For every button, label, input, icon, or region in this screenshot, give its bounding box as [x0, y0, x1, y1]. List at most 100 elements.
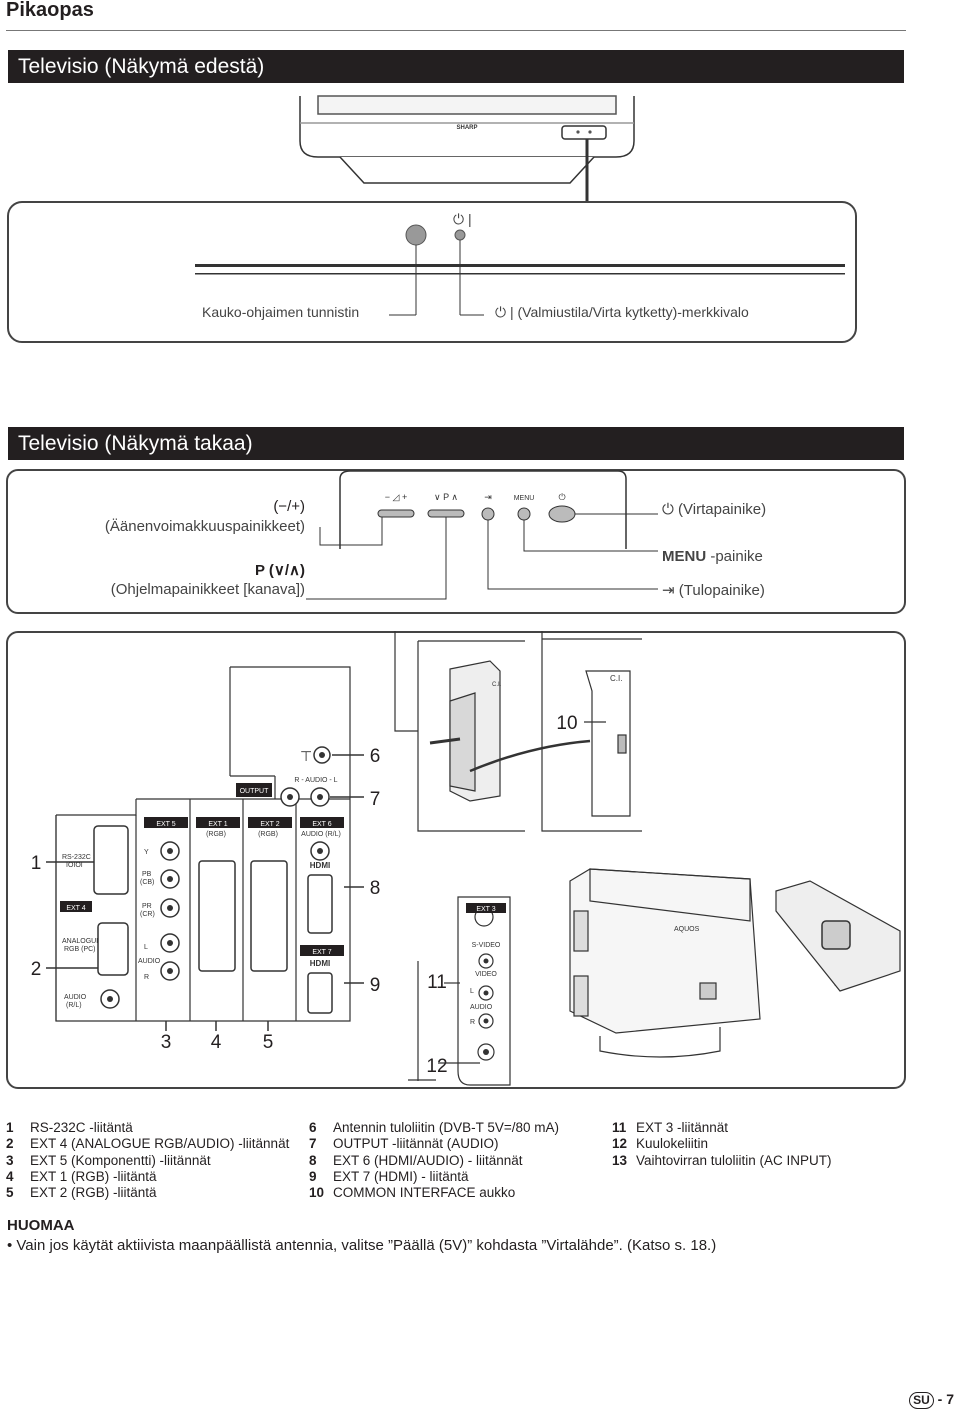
power-button-label: (Virtapainike) — [678, 501, 767, 518]
hdmi-ext7-logo: HDMI — [310, 959, 330, 968]
hdmi-ext6-port — [307, 874, 333, 934]
pb-label: PB — [142, 871, 152, 878]
note-title: HUOMAA — [7, 1217, 75, 1234]
callout-2: 2 — [31, 959, 42, 980]
ext2-label: EXT 2 — [260, 821, 279, 828]
ext6-label: EXT 6 — [312, 821, 331, 828]
rear-buttons-diagram: − ◿ + ∨ P ∧ ⇥ MENU ⏻ — [306, 470, 658, 600]
ext1-label: EXT 1 — [208, 821, 227, 828]
rear-view-banner: Televisio (Näkymä takaa) — [8, 427, 904, 460]
standby-led-icon — [454, 229, 466, 241]
callout-10: 10 — [556, 713, 577, 734]
vga-port — [97, 922, 129, 976]
video-label: VIDEO — [475, 971, 497, 978]
volume-symbol: (−/+) — [273, 498, 305, 515]
ext4-label: EXT 4 — [66, 905, 85, 912]
y-label: Y — [144, 849, 149, 856]
ext1-rgb-label: (RGB) — [206, 831, 226, 838]
strip-input-label: ⇥ — [484, 492, 492, 502]
input-icon: ⇥ — [662, 582, 679, 599]
svideo-label: S-VIDEO — [472, 942, 501, 949]
strip-volume-label: − ◿ + — [385, 492, 407, 502]
ci-small-label: C.I. — [492, 682, 502, 688]
remote-sensor-label: Kauko-ohjaimen tunnistin — [202, 304, 360, 320]
ext2-rgb-label: (RGB) — [258, 831, 278, 838]
page-number: - 7 — [937, 1391, 954, 1407]
strip-menu-label: MENU — [514, 495, 535, 502]
callout-9: 9 — [370, 975, 381, 996]
ci-label: C.I. — [610, 674, 622, 683]
antenna-icon: ⊤ — [300, 748, 312, 764]
page-header: Pikaopas — [6, 0, 94, 21]
standby-symbol: ⏻ | — [453, 211, 472, 227]
standby-led-label-wrap: ⏻ | (Valmiustila/Virta kytketty)-merkkiv… — [495, 304, 749, 321]
output-label: OUTPUT — [240, 788, 270, 795]
ext1-scart — [198, 860, 236, 972]
menu-button-label: -painike — [706, 548, 763, 565]
aquos-logo: AQUOS — [674, 926, 700, 933]
callout-12: 12 — [426, 1056, 447, 1077]
note-text: • Vain jos käytät aktiivista maanpäällis… — [7, 1237, 717, 1254]
pr-label: PR — [142, 903, 152, 910]
rs232c-port — [93, 825, 129, 895]
ext4-audio-sub-label: (R/L) — [66, 1002, 82, 1009]
rear-buttons-box — [6, 469, 906, 614]
connector-panel-diagram: EXT 5 EXT 1 (RGB) EXT 2 (RGB) EXT 6 AUDI… — [31, 631, 901, 1086]
strip-power-label: ⏻ — [558, 492, 565, 502]
volume-label: (Äänenvoimakkuuspainikkeet) — [104, 518, 305, 535]
rgb-pc-label: RGB (PC) — [64, 946, 96, 953]
strip-program-label: ∨ P ∧ — [434, 492, 458, 502]
menu-button-label-wrap: MENU -painike — [662, 548, 763, 565]
hdmi-ext7-port — [307, 972, 333, 1014]
hdmi-ext6-logo: HDMI — [310, 861, 330, 870]
front-view-banner: Televisio (Näkymä edestä) — [8, 50, 904, 83]
header-rule — [6, 30, 906, 31]
rs232c-sub-label: IOIOI — [66, 862, 83, 869]
power-button-label-wrap: ⏻ (Virtapainike) — [662, 501, 766, 518]
menu-bold: MENU — [662, 548, 707, 565]
tv-front-bezel — [299, 95, 635, 184]
callout-5: 5 — [263, 1032, 274, 1053]
ext3-audio-label: AUDIO — [470, 1004, 493, 1011]
power-icon: ⏻ — [662, 501, 679, 518]
ext7-label: EXT 7 — [312, 949, 331, 956]
language-badge: SU — [909, 1392, 934, 1409]
r-audio-l-label: R - AUDIO - L — [294, 777, 337, 784]
ext6-audio-label: AUDIO (R/L) — [301, 831, 341, 838]
ext2-scart — [250, 860, 288, 972]
audio-label: AUDIO — [138, 958, 161, 965]
brand-logo: SHARP — [456, 125, 477, 131]
callout-7: 7 — [370, 789, 381, 810]
pb-sub-label: (CB) — [140, 879, 154, 886]
program-symbol: P (∨/∧) — [254, 562, 305, 579]
r-label: R — [144, 974, 149, 981]
pr-sub-label: (CR) — [140, 911, 155, 918]
power-icon: ⏻ | — [495, 304, 518, 320]
rs232c-label: RS-232C — [62, 854, 91, 861]
remote-sensor-icon — [405, 224, 427, 246]
program-label: (Ohjelmapainikkeet [kanava]) — [110, 581, 305, 598]
volume-title: (−/+) — [100, 498, 305, 515]
callout-3: 3 — [161, 1032, 172, 1053]
input-button-label: (Tulopainike) — [678, 582, 765, 599]
ext3-r-label: R — [470, 1019, 475, 1026]
l-label: L — [144, 944, 148, 951]
ext4-audio-label: AUDIO — [64, 994, 87, 1001]
callout-4: 4 — [211, 1032, 222, 1053]
callout-11: 11 — [427, 972, 447, 993]
